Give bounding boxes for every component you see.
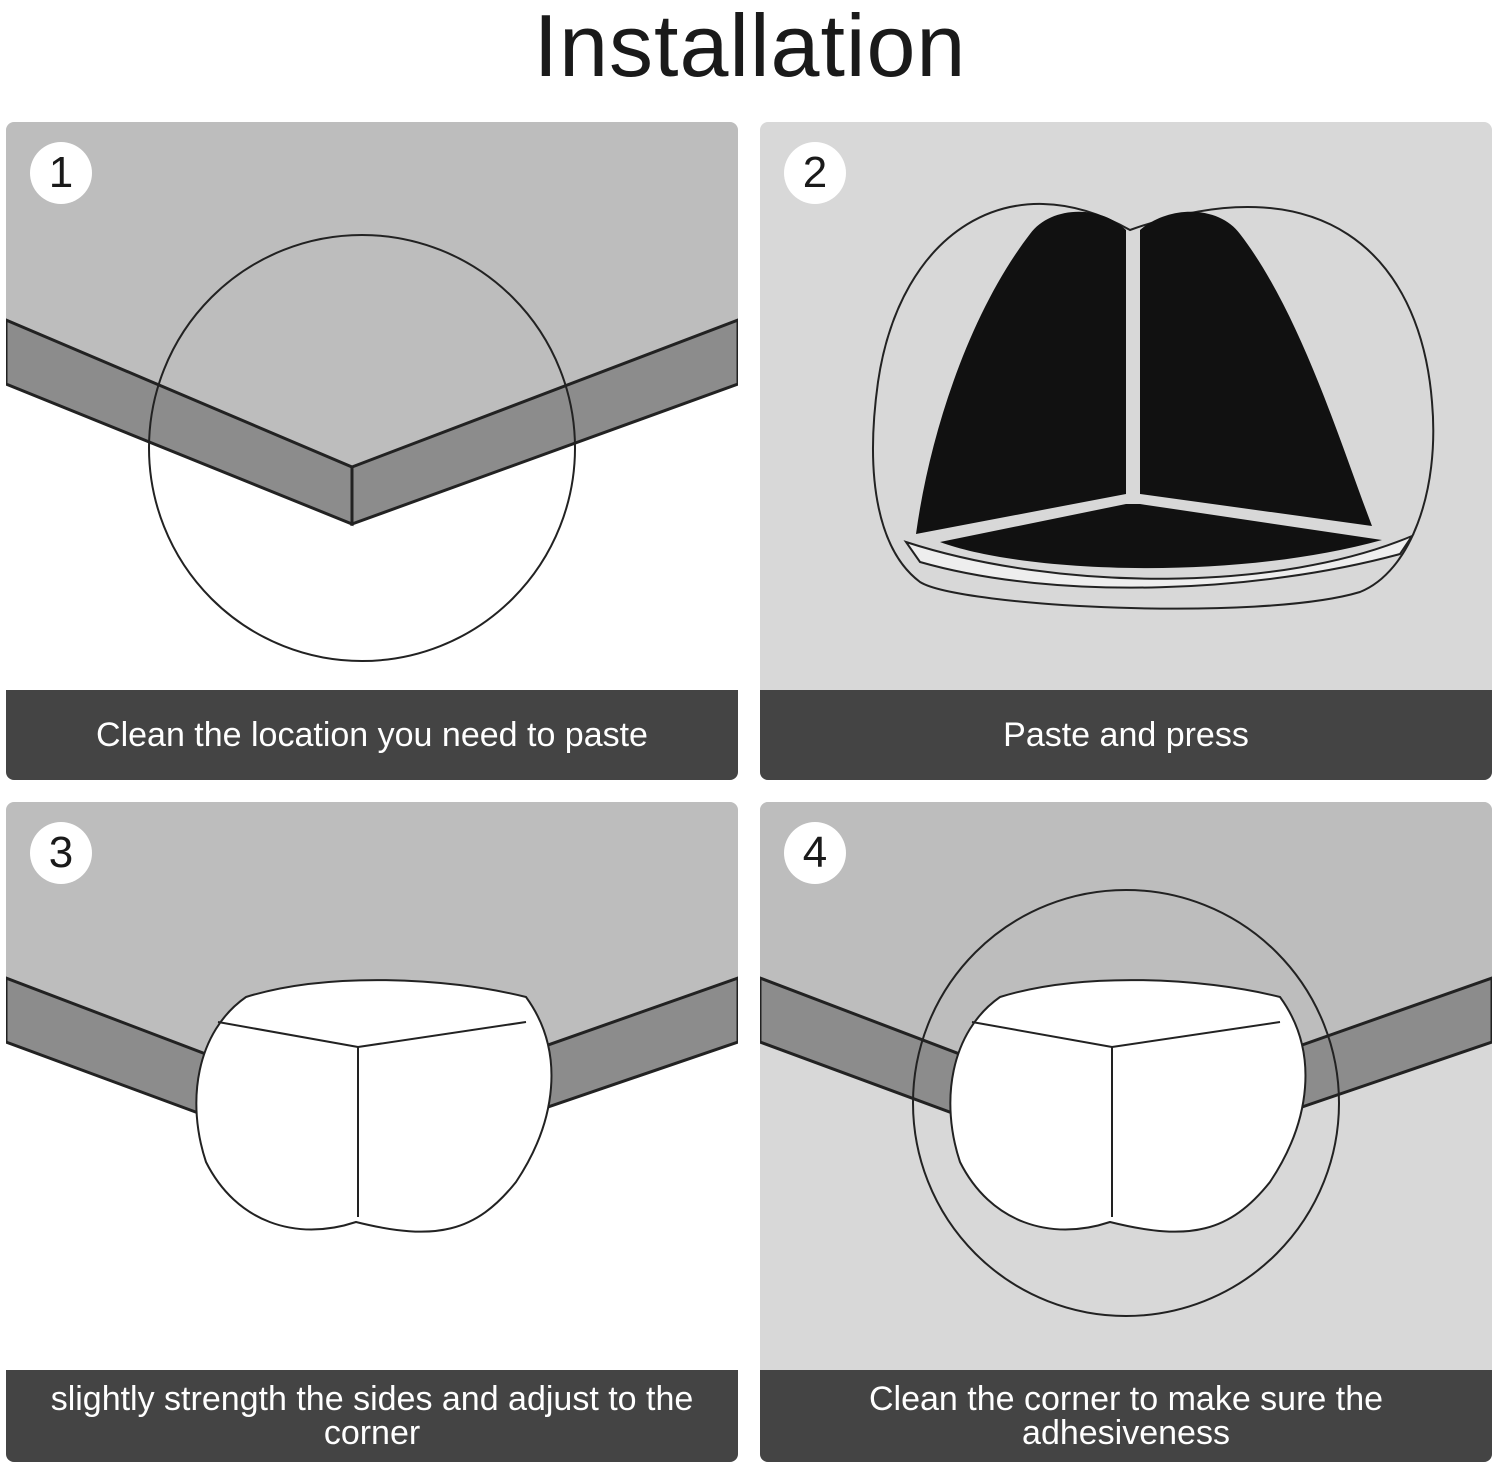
protector-applied-illustration [6, 802, 738, 1233]
step-2-panel: 2 Paste and press [760, 122, 1492, 780]
step-number-badge: 3 [30, 822, 92, 884]
corner-protector-illustration [872, 203, 1435, 610]
clean-corner-illustration [760, 802, 1492, 1317]
wipe-circle-icon [148, 234, 576, 662]
step-1-panel: 1 Clean the location you need to paste [6, 122, 738, 780]
corner-protector-icon [903, 211, 1415, 589]
wipe-circle-icon [912, 889, 1340, 1317]
corner-protector-icon [195, 979, 553, 1233]
page-title: Installation [533, 0, 967, 95]
step-4-panel: 4 Clean the corner to make sure the adhe… [760, 802, 1492, 1462]
step-caption: Clean the location you need to paste [6, 690, 738, 780]
step-number-badge: 2 [784, 142, 846, 204]
step-3-panel: 3 slightly strength the sides and adjust… [6, 802, 738, 1462]
step-caption: Paste and press [760, 690, 1492, 780]
step-number-badge: 4 [784, 822, 846, 884]
step-number-badge: 1 [30, 142, 92, 204]
step-caption: slightly strength the sides and adjust t… [6, 1370, 738, 1462]
table-corner-illustration [6, 122, 738, 662]
corner-protector-icon [949, 979, 1307, 1233]
step-caption: Clean the corner to make sure the adhesi… [760, 1370, 1492, 1462]
